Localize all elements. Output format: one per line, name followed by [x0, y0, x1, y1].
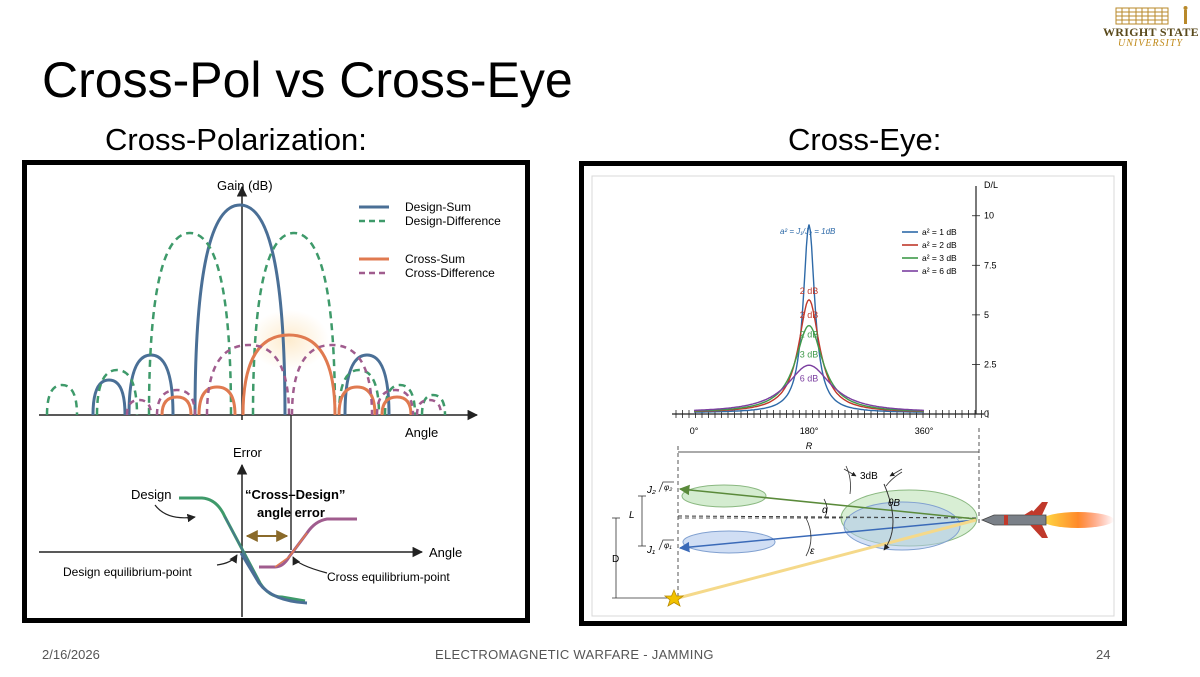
- phi1-label: φ₁: [664, 541, 672, 550]
- legend-title: a² = J₁/J₂ = 1dB: [780, 227, 836, 236]
- cross-equilibrium-label: Cross equilibrium-point: [327, 570, 450, 584]
- design-error-tail: [239, 552, 308, 605]
- x-tick-label: 180°: [800, 426, 819, 436]
- page-title: Cross-Pol vs Cross-Eye: [42, 52, 573, 108]
- error-label: Error: [233, 445, 263, 460]
- epsilon-label: ε: [810, 546, 815, 557]
- university-logo-icon: [1115, 6, 1188, 25]
- cross-eye-panel: 0° 180° 360° R 0 2.5 5 7.5 10 D/L 2 dB 2 dB 2 dB 3 dB…: [579, 161, 1127, 626]
- j1-label: J₁: [646, 545, 655, 556]
- apparent-target-star-icon: [663, 588, 685, 607]
- x-tick-label: 360°: [915, 426, 934, 436]
- j1-lobe: [682, 530, 776, 554]
- design-pointer: [154, 504, 196, 523]
- cross-design-label-1: “Cross–Design”: [245, 487, 345, 502]
- footer-date: 2/16/2026: [42, 647, 100, 662]
- cross-eye-diagram: 0° 180° 360° R 0 2.5 5 7.5 10 D/L 2 dB 2 dB 2 dB 3 dB…: [591, 175, 1115, 617]
- missile-icon: [980, 502, 1114, 538]
- y-tick-label: 5: [984, 310, 989, 320]
- legend-cross-sum: Cross-Sum: [405, 252, 465, 266]
- j2-path: [678, 484, 977, 520]
- legend-design-difference: Design-Difference: [405, 214, 501, 228]
- y-tick-label: 10: [984, 211, 994, 221]
- cross-polarization-legend: Design-Sum Design-Difference Cross-Sum C…: [359, 200, 501, 280]
- legend-design-sum: Design-Sum: [405, 200, 471, 214]
- legend-entry: a² = 1 dB: [922, 227, 957, 237]
- peak-label: 6 dB: [800, 373, 819, 383]
- phi2-label: φ₂: [664, 483, 672, 492]
- theta-label: θB: [888, 498, 900, 509]
- gain-label: Gain (dB): [217, 178, 273, 193]
- peak-label: 2 dB: [800, 330, 819, 340]
- cross-polarization-diagram: Gain (dB) Angle: [39, 178, 501, 617]
- legend-cross-difference: Cross-Difference: [405, 266, 495, 280]
- series-line-4: [693, 364, 925, 412]
- cross-sum-curve: [160, 333, 413, 416]
- j1-path: [678, 519, 977, 553]
- j2-label: J₂: [646, 485, 656, 496]
- design-equilibrium-label: Design equilibrium-point: [63, 565, 192, 579]
- cross-polarization-heading: Cross-Polarization:: [105, 122, 367, 157]
- cross-error-curve: [259, 517, 357, 569]
- y-tick-label: 2.5: [984, 359, 997, 369]
- legend-entry: a² = 2 dB: [922, 240, 957, 250]
- beamwidth-label: 3dB: [860, 471, 878, 482]
- x-axis-label: R: [806, 441, 813, 451]
- logo-subtitle: UNIVERSITY: [1118, 38, 1183, 49]
- cross-difference-curve: [125, 343, 443, 416]
- y-tick-label: 7.5: [984, 260, 997, 270]
- cross-polarization-panel: Gain (dB) Angle: [22, 160, 530, 623]
- logo-wordmark: WRIGHT STATE: [1103, 25, 1199, 39]
- difference-beam-lobe: [843, 501, 961, 551]
- alpha-label: α: [822, 505, 828, 516]
- d-label: D: [612, 554, 619, 565]
- cross-design-label-2: angle error: [257, 505, 325, 520]
- cross-eye-heading: Cross-Eye:: [788, 122, 942, 157]
- y-axis-label: D/L: [984, 180, 998, 190]
- series-line-3: [694, 324, 924, 412]
- cross-eye-geometry: J₂ φ₂ J₁ φ₁ L D α ε θB 3dB: [612, 428, 1114, 607]
- x-tick-label: 0°: [690, 426, 699, 436]
- design-label: Design: [131, 487, 171, 502]
- apparent-target-path: [677, 518, 977, 600]
- j2-lobe: [681, 484, 767, 508]
- page-number: 24: [1096, 647, 1111, 662]
- peak-label: 2 dB: [800, 286, 819, 296]
- y-tick-label: 0: [984, 409, 989, 419]
- footer-title: ELECTROMAGNETIC WARFARE - JAMMING: [435, 647, 714, 662]
- cross-eye-chart: 0° 180° 360° R 0 2.5 5 7.5 10 D/L 2 dB 2 dB 2 dB 3 dB…: [672, 180, 998, 451]
- peak-label: 3 dB: [800, 350, 819, 360]
- peak-label: 2 dB: [800, 310, 819, 320]
- angle-label-bottom: Angle: [429, 545, 462, 560]
- l-label: L: [629, 510, 635, 521]
- legend-entry: a² = 3 dB: [922, 253, 957, 263]
- series-line-1: [694, 224, 924, 413]
- legend-entry: a² = 6 dB: [922, 266, 957, 276]
- design-sum-curve: [91, 203, 391, 416]
- angle-label-top: Angle: [405, 425, 438, 440]
- series-line-2: [694, 298, 924, 413]
